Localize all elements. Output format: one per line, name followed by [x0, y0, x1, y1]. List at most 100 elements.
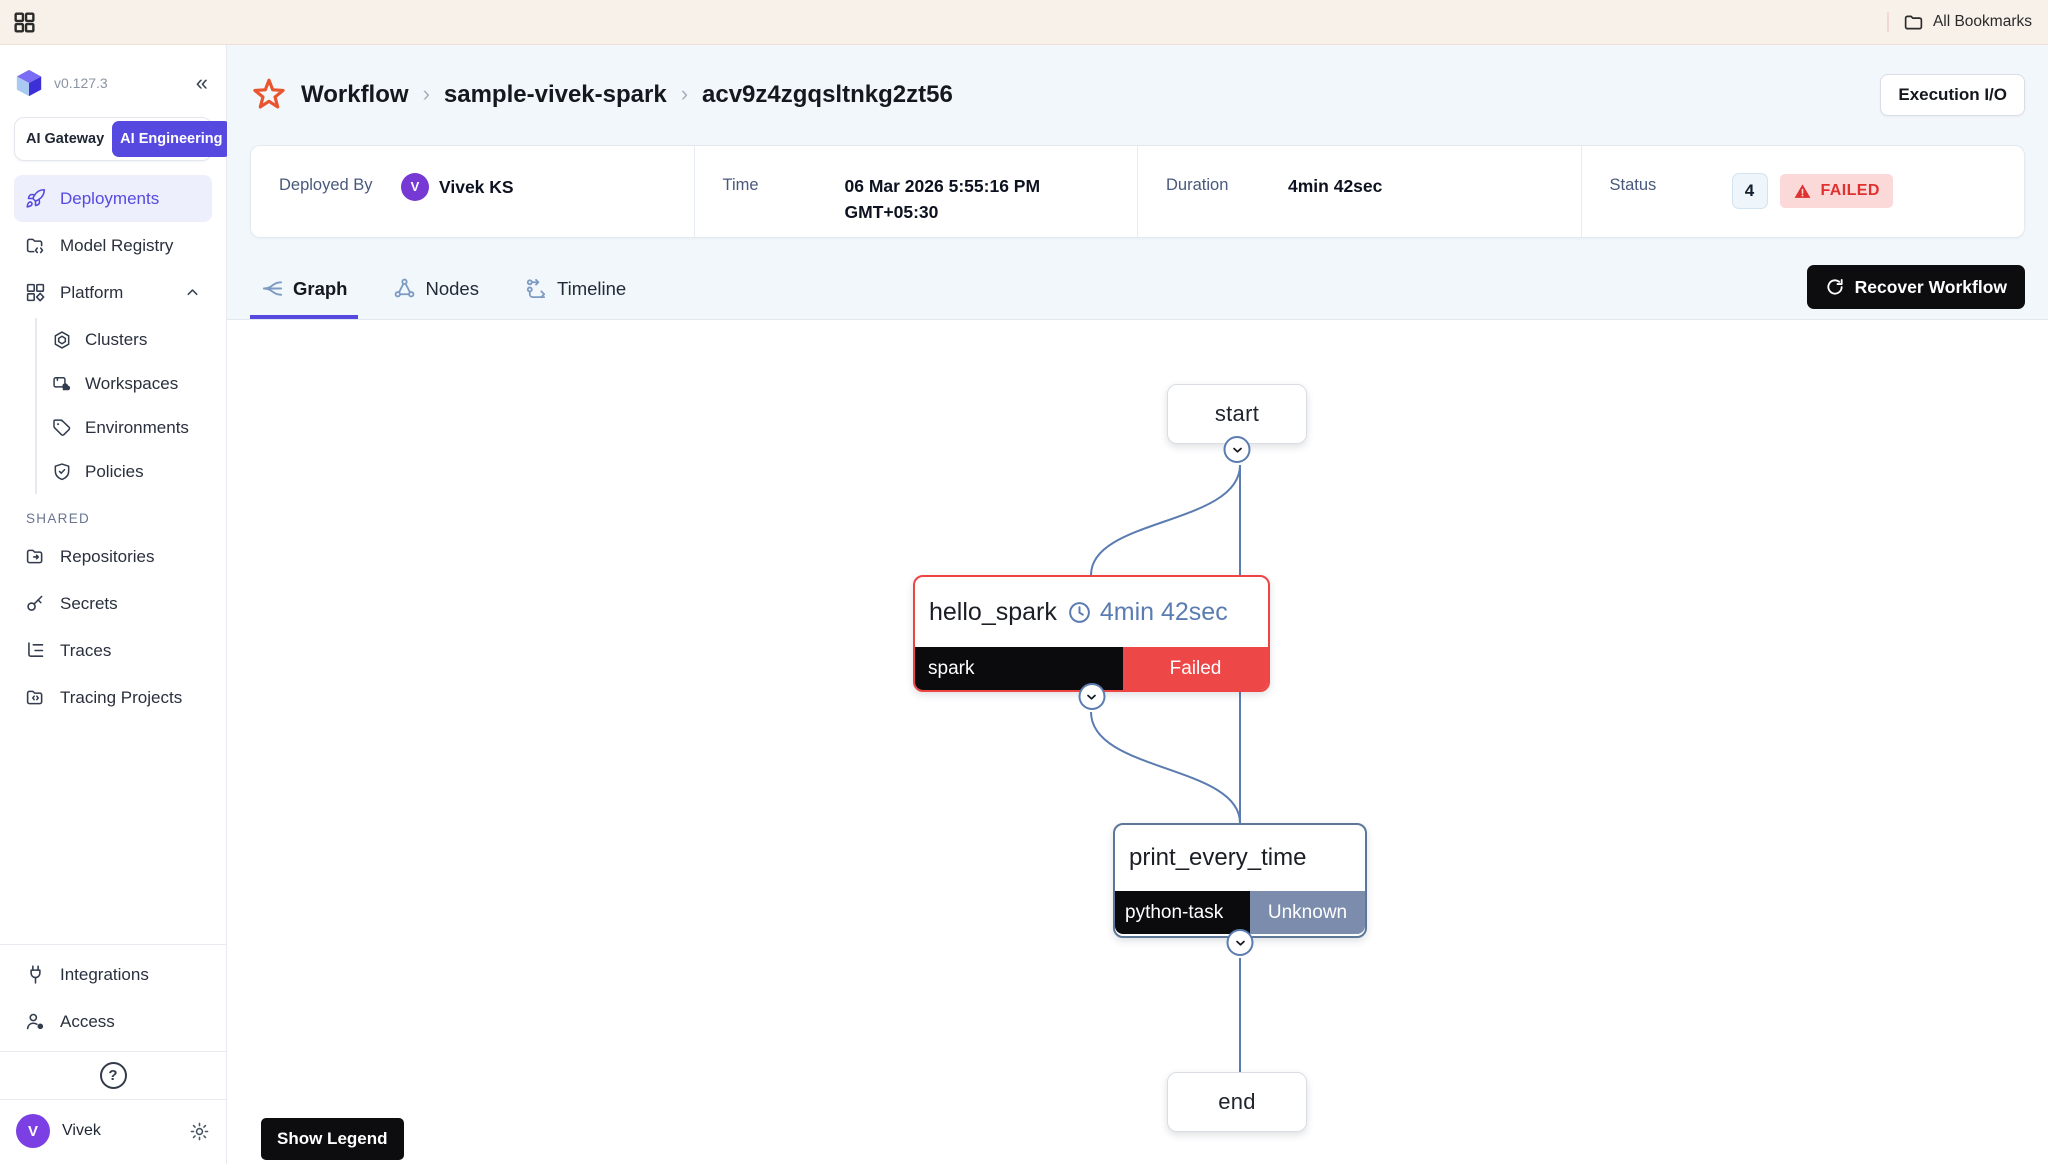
sidebar-item-label: Deployments	[60, 188, 160, 208]
sidebar-item-repositories[interactable]: Repositories	[14, 533, 212, 580]
edge-start-hello-spark	[1090, 464, 1241, 576]
node-start[interactable]: start	[1167, 384, 1307, 463]
model-registry-icon	[25, 235, 46, 256]
tab-label: Nodes	[425, 277, 479, 299]
tab-graph[interactable]: Graph	[250, 277, 359, 319]
deployer-avatar: V	[401, 173, 429, 201]
sidebar-item-label: Environments	[85, 418, 189, 437]
sidebar-item-label: Traces	[60, 640, 112, 660]
timeline-tab-icon	[525, 277, 548, 300]
repositories-icon	[25, 546, 46, 567]
breadcrumb-application[interactable]: sample-vivek-spark	[443, 81, 667, 108]
bookmarks-divider	[1886, 12, 1889, 32]
tab-timeline[interactable]: Timeline	[514, 277, 637, 319]
product-toggle: AI Gateway AI Engineering	[14, 117, 231, 161]
expand-port-icon[interactable]	[1078, 683, 1105, 710]
sidebar-item-platform[interactable]: Platform	[14, 269, 212, 316]
sidebar: v0.127.3 « AI Gateway AI Engineering Dep…	[0, 45, 231, 1164]
help-icon[interactable]: ?	[99, 1062, 127, 1089]
sidebar-item-traces[interactable]: Traces	[14, 627, 212, 674]
node-print-every-time[interactable]: print_every_time python-task Unknown	[1113, 823, 1367, 956]
sidebar-item-label: Access	[60, 1011, 115, 1031]
sidebar-item-label: Policies	[85, 462, 144, 481]
recover-workflow-label: Recover Workflow	[1854, 276, 2007, 297]
status-badge: FAILED	[1779, 174, 1893, 208]
breadcrumb: Workflow › sample-vivek-spark › acv9z4zg…	[251, 77, 953, 113]
plug-icon	[25, 964, 46, 985]
node-label: end	[1218, 1089, 1256, 1114]
refresh-icon	[1827, 279, 1843, 295]
duration-value: 4min 42sec	[1288, 176, 1383, 196]
breadcrumb-run-id[interactable]: acv9z4zgqsltnkg2zt56	[702, 81, 953, 108]
node-end[interactable]: end	[1167, 1072, 1307, 1132]
expand-port-icon[interactable]	[1223, 436, 1251, 463]
node-label: print_every_time	[1129, 844, 1307, 871]
sidebar-item-policies[interactable]: Policies	[42, 450, 212, 494]
sidebar-item-label: Workspaces	[85, 374, 179, 393]
sidebar-item-model-registry[interactable]: Model Registry	[14, 222, 212, 269]
user-menu[interactable]: V Vivek	[14, 1100, 212, 1164]
time-field: Time 06 Mar 2026 5:55:16 PM GMT+05:30	[693, 146, 1138, 237]
tab-label: Timeline	[556, 277, 627, 299]
sidebar-item-tracing-projects[interactable]: Tracing Projects	[14, 674, 212, 721]
sidebar-item-label: Platform	[60, 282, 124, 302]
collapse-sidebar-icon[interactable]: «	[195, 70, 208, 95]
toggle-ai-engineering[interactable]: AI Engineering	[112, 121, 231, 157]
node-hello-spark[interactable]: hello_spark 4min 42sec spark Failed	[913, 575, 1270, 710]
toggle-ai-gateway[interactable]: AI Gateway	[26, 131, 105, 147]
recover-workflow-button[interactable]: Recover Workflow	[1806, 265, 2025, 309]
node-label: start	[1214, 401, 1260, 426]
tag-icon	[52, 418, 72, 438]
sidebar-item-integrations[interactable]: Integrations	[14, 951, 212, 998]
sidebar-item-secrets[interactable]: Secrets	[14, 580, 212, 627]
sidebar-item-label: Model Registry	[60, 235, 174, 255]
all-bookmarks-button[interactable]: All Bookmarks	[1903, 12, 2032, 33]
duration-field: Duration 4min 42sec	[1137, 146, 1581, 237]
theme-sun-icon[interactable]	[189, 1121, 210, 1142]
browser-bookmarks-bar: All Bookmarks	[0, 0, 2048, 45]
sidebar-item-clusters[interactable]: Clusters	[42, 318, 212, 362]
expand-port-icon[interactable]	[1226, 929, 1254, 956]
show-legend-button[interactable]: Show Legend	[261, 1118, 404, 1160]
execution-io-button[interactable]: Execution I/O	[1880, 74, 2025, 116]
tab-label: Graph	[293, 277, 348, 299]
view-tabs: Graph Nodes	[250, 277, 637, 319]
status-field: Status 4 FAILED	[1580, 146, 2025, 237]
tab-nodes[interactable]: Nodes	[382, 277, 489, 319]
key-icon	[25, 593, 46, 614]
deployed-by-label: Deployed By	[279, 176, 373, 194]
folder-icon	[1904, 15, 1923, 29]
sidebar-item-workspaces[interactable]: Workspaces	[42, 362, 212, 406]
graph-edges	[1090, 464, 1241, 1072]
deployed-by-value: Vivek KS	[439, 176, 514, 197]
list-tree-icon	[25, 640, 46, 661]
attempts-count-badge[interactable]: 4	[1731, 173, 1768, 209]
tracing-projects-icon	[25, 687, 46, 708]
divider	[0, 1099, 226, 1100]
sidebar-item-label: Secrets	[60, 593, 118, 613]
sidebar-item-deployments[interactable]: Deployments	[14, 175, 212, 222]
node-task-type: spark	[915, 647, 1123, 690]
shield-icon	[52, 462, 72, 482]
user-avatar: V	[16, 1114, 50, 1148]
sidebar-item-label: Repositories	[60, 546, 155, 566]
graph-tab-icon	[261, 277, 284, 300]
node-task-type: python-task	[1115, 891, 1250, 934]
sidebar-item-environments[interactable]: Environments	[42, 406, 212, 450]
status-label: Status	[1609, 176, 1657, 194]
workspaces-icon	[52, 374, 72, 394]
chevron-up-icon[interactable]	[184, 284, 201, 301]
app-logo	[14, 68, 44, 98]
chevron-right-icon: ›	[680, 81, 689, 106]
time-label: Time	[722, 176, 759, 194]
edge-hello-spark-print-every-time	[1090, 711, 1241, 824]
workflow-graph-canvas[interactable]: start hello_spark 4min 42sec spark	[227, 320, 2048, 1164]
deployed-by-field: Deployed By V Vivek KS	[251, 146, 694, 237]
user-name: Vivek	[62, 1122, 101, 1139]
time-value: 06 Mar 2026 5:55:16 PM GMT+05:30	[844, 176, 1041, 223]
sidebar-item-access[interactable]: Access	[14, 998, 212, 1045]
platform-icon	[25, 282, 46, 303]
sidebar-item-label: Integrations	[60, 964, 149, 984]
breadcrumb-root[interactable]: Workflow	[301, 81, 409, 108]
apps-grid-icon[interactable]	[12, 10, 37, 35]
